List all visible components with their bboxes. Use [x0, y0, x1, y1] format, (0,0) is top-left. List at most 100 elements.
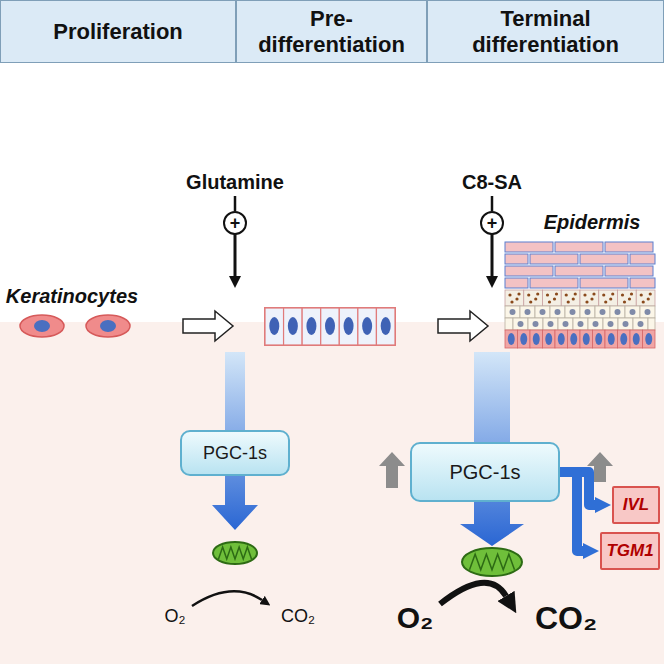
keratinocyte-cells	[34, 320, 50, 332]
gas-label: CO₂	[535, 600, 597, 637]
epidermis-layers	[513, 318, 528, 330]
epidermis-layers	[558, 318, 573, 330]
stage-header-cell: Proliferation	[0, 0, 236, 63]
epidermis-layers	[649, 292, 652, 295]
epidermis-layers	[618, 290, 637, 306]
stimulus-arrows	[481, 212, 503, 234]
epidermis-layers	[638, 321, 644, 327]
epidermis-layers	[605, 330, 618, 348]
epidermis-layers	[508, 293, 511, 296]
epidermis-layers	[593, 321, 599, 327]
mitochondrion	[213, 542, 522, 576]
hollow-arrows	[183, 311, 233, 341]
epidermis-layers	[528, 318, 543, 330]
epidermis-layers	[529, 300, 532, 303]
epidermis-layers	[563, 321, 569, 327]
epidermis-layers	[636, 290, 655, 306]
stimulus-arrows	[491, 196, 494, 211]
epidermis-layers	[561, 290, 580, 306]
gene-box: IVL	[612, 486, 660, 524]
node-text: TGM1	[606, 541, 653, 561]
epidermis-layers	[533, 333, 540, 345]
stimulus-arrows	[234, 234, 237, 276]
epidermis-layers	[555, 292, 558, 295]
epidermis-layers	[600, 309, 606, 315]
gas-label: O₂	[165, 606, 186, 627]
epidermis-layers	[534, 297, 537, 300]
epidermis-layers	[546, 293, 549, 296]
gene-box: TGM1	[600, 532, 660, 570]
epidermis-layers	[621, 293, 624, 296]
epidermis-layers	[645, 333, 652, 345]
epidermis-layers	[505, 242, 655, 348]
epidermis-layers	[536, 292, 539, 295]
epidermis-layers	[623, 300, 626, 303]
epidermis-layers	[618, 330, 631, 348]
mitochondrion	[213, 542, 257, 564]
epidermis-layers	[535, 306, 550, 318]
plus-sign: +	[230, 213, 241, 234]
cell-sheet	[265, 308, 395, 345]
epidermis-layers	[578, 321, 584, 327]
node-text: IVL	[623, 495, 649, 515]
stimulus-label: C8-SA	[462, 171, 522, 194]
epidermis-layers	[583, 293, 586, 296]
epidermis-layers	[608, 333, 615, 345]
epidermis-layers	[540, 309, 546, 315]
mitochondrion	[470, 554, 515, 569]
epidermis-layers	[645, 309, 651, 315]
epidermis-layers	[505, 254, 528, 264]
epidermis-layers	[505, 242, 553, 252]
epidermis-layers	[505, 290, 524, 306]
epidermis-layers	[633, 318, 648, 330]
epidermis-layers	[642, 300, 645, 303]
keratinocyte-cells	[20, 315, 64, 337]
epidermis-layers	[555, 266, 603, 276]
epidermis-layers	[580, 278, 628, 288]
epidermis-layers	[588, 318, 603, 330]
epidermis-layers	[510, 300, 513, 303]
epidermis-layers	[505, 266, 553, 276]
epidermis-layers	[585, 300, 588, 303]
epidermis-layers	[648, 318, 655, 330]
epidermis-layers	[520, 333, 527, 345]
epidermis-layers	[508, 333, 515, 345]
epidermis-layers	[620, 333, 627, 345]
epidermis-layers	[527, 293, 530, 296]
cell-sheet	[362, 317, 372, 335]
epidermis-layers	[605, 266, 653, 276]
epidermis-layers	[643, 330, 656, 348]
respiration-arcs	[192, 591, 262, 606]
epidermis-layers	[545, 333, 552, 345]
epidermis-layers	[590, 297, 593, 300]
epidermis-layers	[573, 318, 588, 330]
increase-arrows	[379, 452, 405, 488]
epidermis-layers	[628, 297, 631, 300]
epidermis-layers	[604, 300, 607, 303]
cell-sheet	[381, 317, 391, 335]
epidermis-layers	[630, 254, 655, 264]
epidermis-layers	[592, 292, 595, 295]
epidermis-layers	[520, 306, 535, 318]
stimulus-arrows	[491, 234, 494, 276]
keratinocyte-cells	[20, 315, 130, 337]
epidermis-layers	[505, 306, 520, 318]
epidermis-layers	[640, 306, 655, 318]
epidermis-layers	[572, 297, 575, 300]
epidermis-layers	[602, 293, 605, 296]
mitochondrion	[219, 547, 252, 559]
epidermis-layers	[580, 290, 599, 306]
epidermis-layers	[609, 297, 612, 300]
epidermis-layers	[605, 242, 653, 252]
epidermis-layers	[583, 333, 590, 345]
node-text: Terminal differentiation	[432, 6, 659, 57]
epidermis-layers	[533, 321, 539, 327]
epidermis-layers	[555, 330, 568, 348]
cell-sheet	[269, 317, 279, 335]
epidermis-layers	[633, 333, 640, 345]
cell-sheet	[288, 317, 298, 335]
mitochondrion	[462, 548, 522, 576]
epidermis-layers	[630, 278, 655, 288]
